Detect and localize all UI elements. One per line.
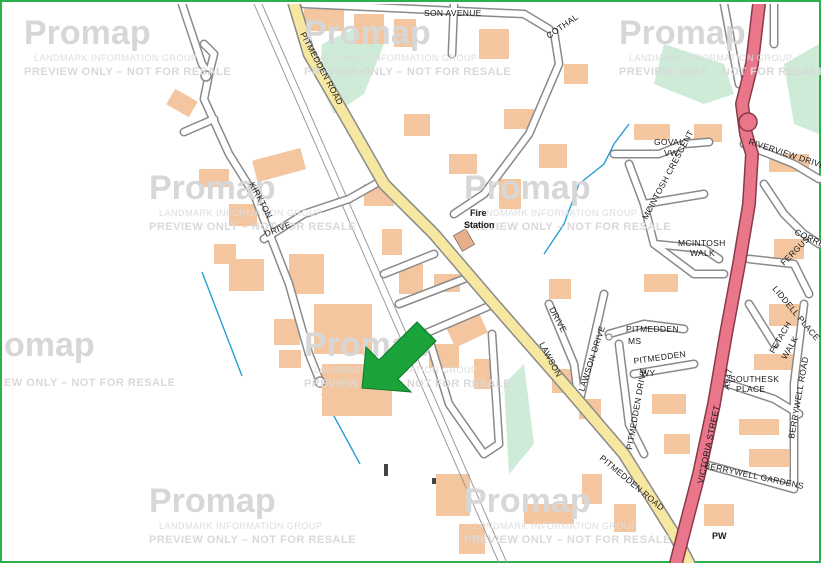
railway (253, 4, 508, 563)
watermark-logo: Promap (149, 482, 276, 520)
watermark-logo: Promap (304, 14, 431, 52)
watermark-sub: LANDMARK INFORMATION GROUP (34, 53, 197, 63)
watermark-sub: LANDMARK INFORMATION GROUP (474, 521, 637, 531)
label-goval: GOVAL (654, 137, 684, 147)
watermark-sub: LANDMARK INFORMATION GROUP (474, 208, 637, 218)
label-pw: PW (712, 531, 727, 541)
building (614, 504, 636, 532)
building (449, 154, 477, 174)
building (664, 434, 690, 454)
building (479, 29, 509, 59)
turning-circle (605, 333, 613, 341)
building (229, 259, 264, 291)
building (694, 124, 722, 142)
label-southesk: SOUTHESK (730, 374, 779, 384)
watermark-logo: Promap (464, 482, 591, 520)
building (279, 350, 301, 368)
building (749, 449, 789, 467)
label-pitmedden-ms-2: MS (628, 336, 641, 346)
minor-roads (177, 4, 821, 494)
map-canvas[interactable]: Promap LANDMARK INFORMATION GROUP PREVIE… (4, 4, 821, 563)
building (644, 274, 678, 292)
building (499, 179, 521, 209)
watermark-sub: LANDMARK INFORMATION GROUP (159, 208, 322, 218)
label-pitmedden-wy-2: WY (641, 368, 655, 378)
watermark-main: PREVIEW ONLY – NOT FOR RESALE (149, 534, 356, 546)
building (704, 504, 734, 526)
water-line (201, 271, 243, 377)
building (652, 394, 686, 414)
marker (384, 464, 388, 476)
building (769, 304, 799, 326)
watermark-main: EW ONLY – NOT FOR RESALE (4, 377, 176, 389)
building (354, 14, 384, 44)
pitmedden-road (287, 4, 696, 563)
building (436, 474, 470, 516)
watermark-logo: Promap (24, 14, 151, 52)
watermark-main: PREVIEW ONLY – NOT FOR RESALE (24, 66, 231, 78)
label-mcintosh-walk: MCINTOSH (678, 238, 726, 248)
watermark-sub: LANDMARK INFORMATION GROUP (314, 53, 477, 63)
building (394, 19, 416, 47)
watermark-main: PREVIEW ONLY – NOT FOR RESALE (464, 534, 671, 546)
turning-circle (314, 376, 326, 388)
marker (432, 478, 436, 484)
building (739, 419, 779, 435)
roundabout (738, 112, 758, 132)
location-arrow-icon (361, 321, 437, 393)
watermark-main: PREVIEW ONLY – NOT FOR RESALE (464, 221, 671, 233)
watermark-logo: Promap (619, 14, 746, 52)
building (582, 474, 602, 504)
watermark-logo: Promap (464, 169, 591, 207)
label-pitmedden-ms: PITMEDDEN (626, 324, 679, 334)
stream (543, 123, 630, 255)
building (446, 312, 488, 348)
watermark-logo: omap (4, 326, 95, 364)
watermark-main: PREVIEW ONLY – NOT FOR RESALE (304, 66, 511, 78)
green-area (504, 364, 534, 474)
watermark-sub: LANDMARK INFORMATION GROUP (159, 521, 322, 531)
turning-circle (200, 70, 212, 82)
building (166, 88, 198, 118)
building (524, 504, 574, 524)
building (504, 109, 534, 129)
fire-station-building (453, 228, 475, 252)
label-mcintosh-walk-2: WALK (690, 248, 715, 258)
watermark-main: PREVIEW ONLY – NOT FOR RESALE (149, 221, 356, 233)
building (459, 524, 485, 554)
label-drive-lawson: DRIVE (547, 305, 569, 334)
watermark-sub: LANDMARK INFORMATION GROUP (629, 53, 792, 63)
label-southesk-place: PLACE (736, 384, 765, 394)
building (754, 354, 794, 370)
green-area (784, 44, 819, 134)
watermark: Promap LANDMARK INFORMATION GROUP PREVIE… (4, 14, 821, 546)
label-station: Station (464, 220, 495, 230)
label-a947: A947 (721, 368, 735, 390)
watermark-main: PREVIEW ONLY – NOT FOR RESALE (304, 378, 511, 390)
buildings (166, 9, 809, 554)
building (304, 9, 344, 31)
building (564, 64, 588, 84)
building (252, 147, 306, 183)
building (539, 144, 567, 168)
watermark-logo: Promap (149, 169, 276, 207)
building (229, 204, 257, 226)
building (314, 304, 372, 354)
building (199, 169, 229, 187)
watermark-main: PREVIEW ONLY – NOT FOR RESALE (619, 66, 821, 78)
label-goval-vw: VW (664, 148, 678, 158)
label-fire: Fire (470, 208, 487, 218)
building (774, 239, 804, 259)
building (289, 254, 324, 294)
building (404, 114, 430, 136)
green-area (654, 44, 734, 104)
building (634, 124, 670, 140)
label-avenue: SON AVENUE (424, 8, 482, 18)
building (382, 229, 402, 255)
building (549, 279, 571, 299)
victoria-street (669, 4, 766, 563)
